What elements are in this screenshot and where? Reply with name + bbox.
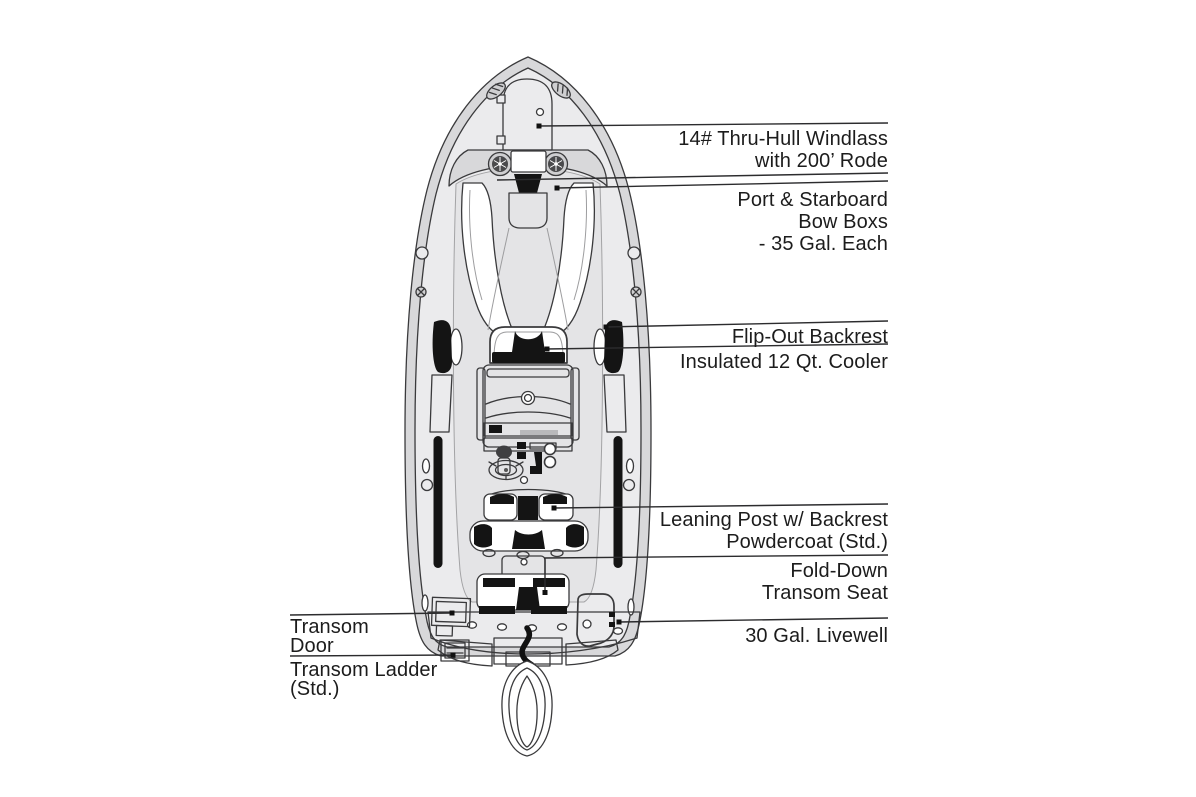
callout-livewell: 30 Gal. Livewell [745, 625, 888, 647]
marker-leaning-post [551, 505, 557, 511]
callout-windlass: 14# Thru-Hull Windlass with 200’ Rode [678, 128, 888, 172]
console-switch-panel [489, 425, 502, 433]
console-cap [520, 390, 536, 406]
leader-windlass [538, 122, 889, 127]
leader-transom-ladder [289, 654, 454, 657]
callout-text-line: Powdercoat (Std.) [726, 531, 888, 553]
outboard-motor [501, 625, 553, 757]
callout-text-line: Transom [290, 616, 369, 638]
bolster-strip-starboard [613, 436, 623, 568]
marker-transom-ladder [450, 652, 456, 658]
callout-fold-down-transom-seat: Fold-Down Transom Seat [762, 560, 888, 604]
transom [427, 606, 641, 655]
marker-fold-down-seat [542, 590, 548, 595]
callout-text-line: Insulated 12 Qt. Cooler [680, 351, 888, 373]
livewell [576, 593, 615, 647]
flip-out-backrest-port [429, 320, 463, 433]
bolster-strip-port [433, 436, 443, 568]
throttle-knob [496, 445, 512, 459]
boat-top-view [404, 56, 652, 757]
callout-text-line: Transom Ladder [290, 659, 438, 681]
locker-hinge [496, 135, 506, 145]
leader-livewell [618, 617, 889, 623]
bow-box-hatch-starboard [543, 151, 569, 177]
cooler-seat [489, 326, 568, 364]
transom-door [430, 596, 472, 637]
callout-leaning-post: Leaning Post w/ Backrest Powdercoat (Std… [660, 509, 888, 553]
callout-text-line: Fold-Down [790, 560, 888, 582]
callout-text-line: Bow Boxs [798, 211, 888, 233]
helm-controls [488, 442, 557, 485]
gauge [543, 442, 557, 456]
deck-hardware [415, 246, 642, 616]
leader-cooler [545, 343, 889, 350]
leader-flip-out-backrest [605, 320, 889, 328]
leader-transom-door [289, 612, 453, 616]
flip-out-backrest-starboard [593, 320, 627, 433]
leader-lines [289, 122, 889, 658]
callout-cooler: Insulated 12 Qt. Cooler [680, 351, 888, 373]
callout-text-line: - 35 Gal. Each [758, 233, 888, 255]
bow-cleat-starboard [551, 81, 571, 99]
callout-text-line: Door [290, 635, 334, 657]
leader-fold-down-seat [544, 554, 889, 592]
callout-text-line: with 200’ Rode [755, 150, 888, 172]
gauge [543, 455, 557, 469]
callout-text-line: Port & Starboard [737, 189, 888, 211]
marker-flip-out-backrest [603, 324, 609, 330]
fold-down-transom-seat [476, 573, 570, 611]
leader-bow-box-starboard [556, 180, 889, 189]
callout-text-line: Leaning Post w/ Backrest [659, 509, 888, 531]
callout-transom-ladder: Transom Ladder (Std.) [290, 659, 438, 700]
bow-cleat-port [486, 82, 506, 100]
bow-box-hatch-port [487, 151, 513, 177]
callout-transom-door: Transom Door [290, 616, 369, 657]
callout-text-line: (Std.) [290, 678, 340, 700]
callout-text-line: Transom Seat [761, 582, 888, 604]
leader-leaning-post [553, 503, 889, 509]
shift-lever [530, 452, 542, 474]
leader-bow-box-port [496, 172, 889, 181]
locker-hinge [496, 94, 506, 104]
center-console [476, 364, 580, 452]
windlass [535, 107, 545, 117]
marker-transom-door [449, 610, 455, 616]
callout-flip-out-backrest: Flip-Out Backrest [732, 326, 888, 348]
marker-livewell [616, 619, 622, 625]
leaning-post [469, 488, 589, 560]
marker-cooler [544, 346, 550, 352]
callout-bow-boxes: Port & Starboard Bow Boxs - 35 Gal. Each [737, 189, 888, 255]
marker-bow-box [554, 185, 560, 191]
callout-text-line: 14# Thru-Hull Windlass [678, 128, 888, 150]
callout-text-line: Flip-Out Backrest [731, 326, 888, 348]
anchor-locker [496, 78, 553, 151]
marker-windlass [536, 123, 542, 129]
callout-text-line: 30 Gal. Livewell [745, 625, 888, 647]
